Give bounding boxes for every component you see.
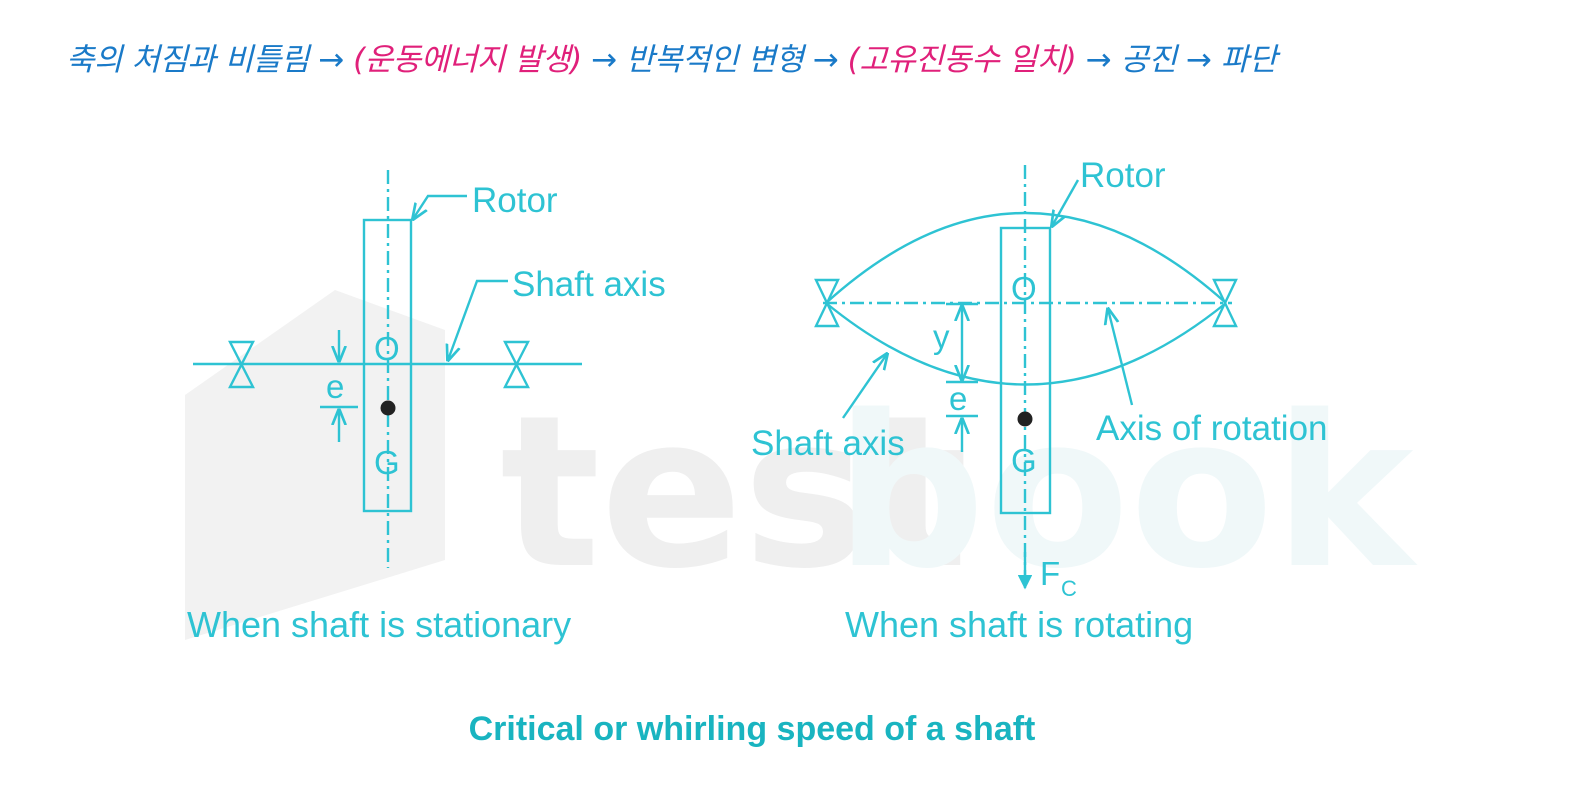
rotating-gravity-dot [1017, 411, 1033, 427]
headline-segment-2: → 반복적인 변형 → [581, 42, 848, 78]
rotating-diagram [814, 165, 1238, 590]
shaft-axis-leader-line [448, 279, 508, 360]
left-bearing-icon [228, 340, 255, 389]
rotating-rotor-leader-line [1052, 179, 1080, 226]
rotating-caption: When shaft is rotating [845, 604, 1193, 645]
stationary-eccentricity-label: e [326, 368, 344, 405]
rotating-rotor-rect [999, 226, 1052, 515]
stationary-center-label: O [374, 330, 400, 367]
stationary-shaft-axis-label: Shaft axis [512, 265, 666, 304]
headline: 축의 처짐과 비틀림 → (운동에너지 발생) → 반복적인 변형 → (고유진… [66, 40, 1566, 80]
force-label: F [1040, 555, 1060, 592]
stationary-diagram [193, 170, 582, 568]
rotor-leader-line [413, 194, 467, 219]
rotor-rect [362, 218, 413, 513]
rotation-axis-leader-line [1108, 309, 1134, 406]
headline-segment-4: → 공진 → 파단 [1076, 42, 1278, 78]
stationary-gravity-label: G [374, 444, 400, 481]
rotation-axis-label: Axis of rotation [1096, 409, 1328, 448]
deflected-shaft-upper [825, 211, 1227, 304]
deflected-shaft-lower [825, 302, 1227, 386]
rotating-left-bearing-icon [814, 278, 840, 328]
right-bearing-icon [503, 340, 530, 389]
rotating-center-label: O [1011, 270, 1037, 307]
deflection-label: y [933, 318, 950, 355]
headline-segment-1: (운동에너지 발생) [353, 42, 582, 78]
headline-segment-3: (고유진동수 일치) [847, 42, 1077, 78]
force-subscript: C [1061, 576, 1077, 601]
rotating-shaft-axis-label: Shaft axis [751, 424, 905, 463]
rotating-rotor-label: Rotor [1080, 156, 1166, 195]
watermark: test book [185, 290, 1418, 640]
rotating-right-bearing-icon [1212, 278, 1238, 328]
rotating-eccentricity-label: e [949, 380, 967, 417]
figure-title: Critical or whirling speed of a shaft [469, 710, 1036, 748]
headline-segment-0: 축의 처짐과 비틀림 → [66, 42, 354, 78]
stationary-caption: When shaft is stationary [187, 604, 571, 645]
stationary-gravity-dot [380, 400, 396, 416]
shaft-axis-leader-line [842, 354, 887, 419]
watermark-text-right: book [835, 370, 1418, 615]
rotating-gravity-label: G [1011, 442, 1037, 479]
watermark-text-left: test [500, 370, 968, 615]
stationary-rotor-label: Rotor [472, 181, 558, 220]
watermark-logo-shape [185, 290, 445, 640]
